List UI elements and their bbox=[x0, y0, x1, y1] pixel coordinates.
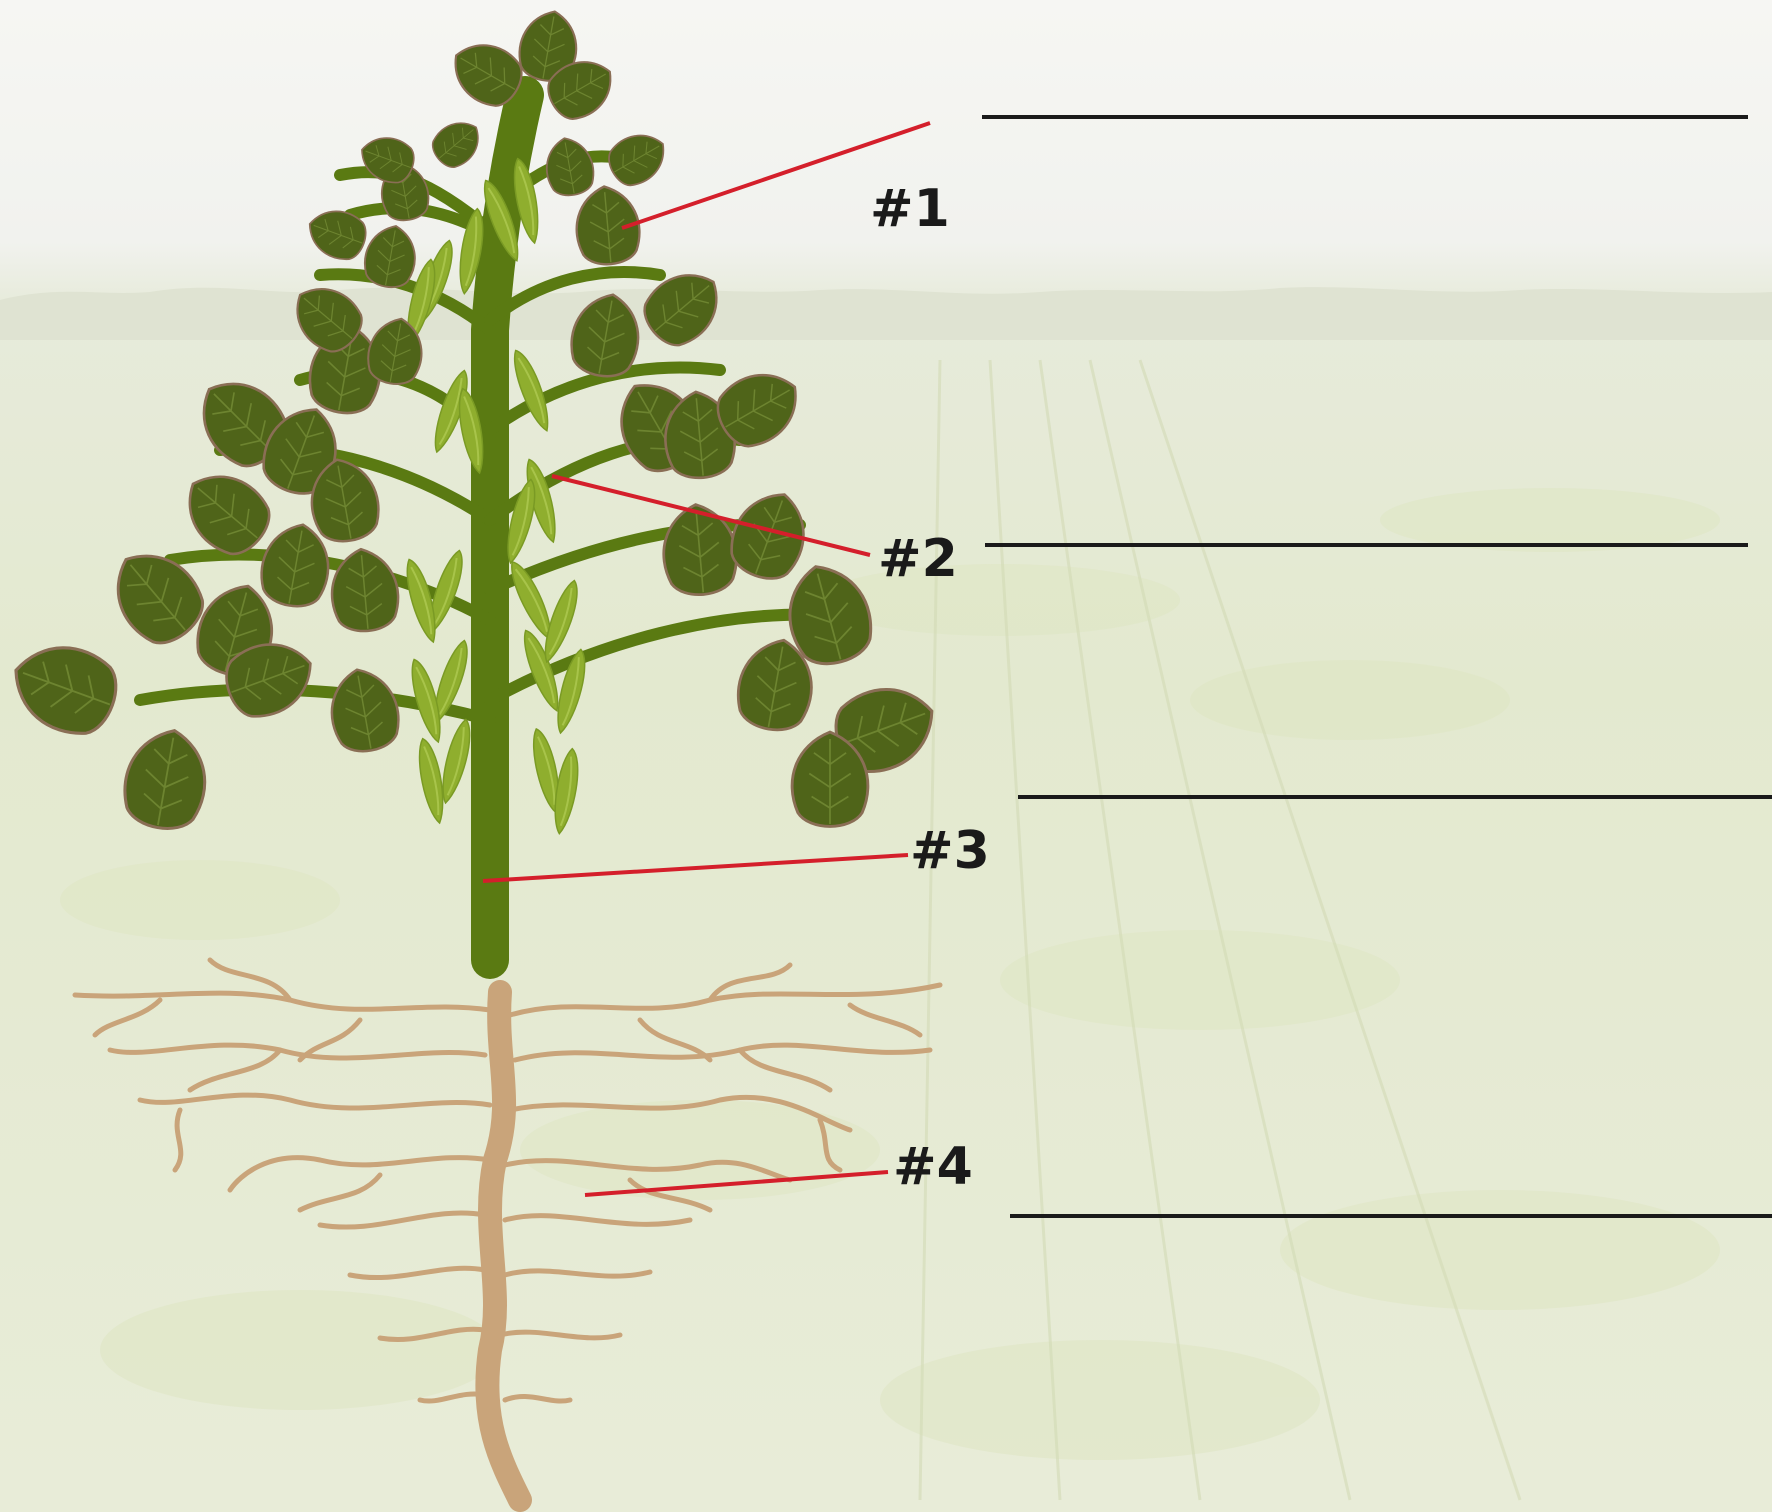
label-3: #3 bbox=[910, 821, 990, 881]
label-2: #2 bbox=[878, 529, 958, 589]
label-1: #1 bbox=[870, 179, 950, 239]
label-4: #4 bbox=[893, 1137, 973, 1197]
